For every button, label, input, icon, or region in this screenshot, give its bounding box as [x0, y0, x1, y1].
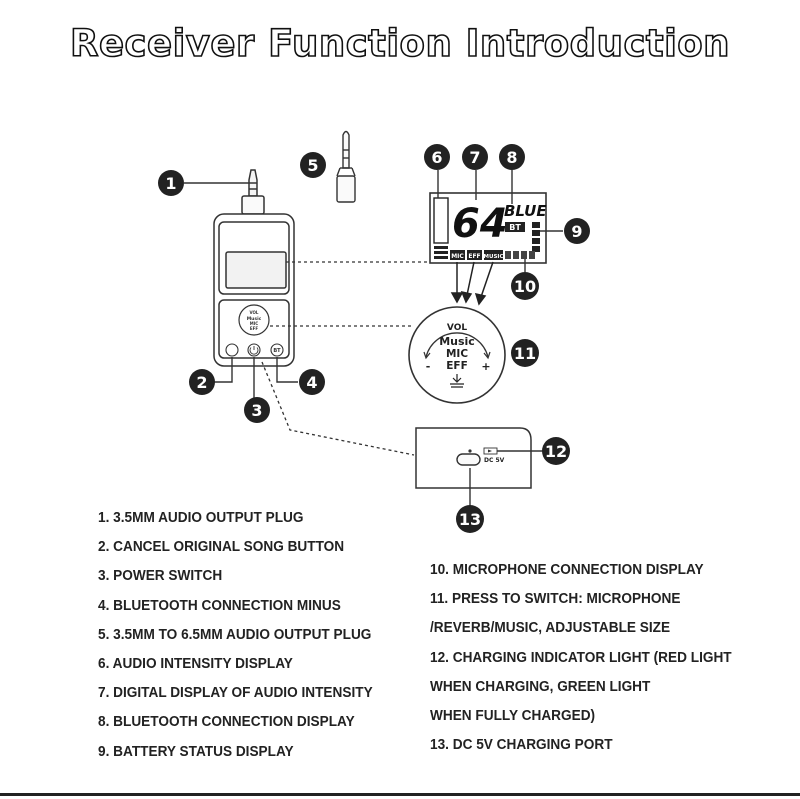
svg-text:5: 5	[307, 156, 318, 175]
legend-item: 8. BLUETOOTH CONNECTION DISPLAY	[98, 714, 355, 731]
callout-4: 4	[299, 369, 325, 395]
callout-group: 1 2 3 4 5 6 7 8 9 10 11 12 13	[158, 144, 590, 533]
bt-button	[270, 343, 284, 357]
callout-1: 1	[158, 170, 184, 196]
svg-text:11: 11	[514, 344, 536, 363]
device-knob-music: Music	[247, 316, 262, 322]
lcd-display: 64 BLUE BT MIC EFF MUSIC	[429, 192, 547, 264]
cancel-song-button	[225, 343, 239, 357]
legend-item: WHEN CHARGING, GREEN LIGHT	[430, 678, 651, 695]
lcd-number: 64	[452, 201, 508, 247]
callout-6: 6	[424, 144, 450, 170]
legend-item: 1. 3.5MM AUDIO OUTPUT PLUG	[98, 510, 304, 526]
leader-lines	[184, 182, 298, 398]
legend-item: 5. 3.5MM TO 6.5MM AUDIO OUTPUT PLUG	[98, 626, 372, 643]
legend-item: WHEN FULLY CHARGED)	[430, 707, 596, 724]
legend-item: 9. BATTERY STATUS DISPLAY	[98, 743, 294, 760]
lcd-arrows	[450, 261, 494, 306]
adapter-plug	[336, 130, 356, 203]
lcd-bt-tag: BT	[509, 223, 521, 232]
svg-text:10: 10	[514, 277, 536, 296]
receiver-device: VOL Music MIC EFF BT	[213, 169, 295, 367]
lcd-leaders	[437, 170, 563, 272]
svg-text:4: 4	[306, 373, 317, 392]
device-knob-vol: VOL	[250, 310, 259, 315]
legend-item: 6. AUDIO INTENSITY DISPLAY	[98, 655, 293, 672]
svg-text:1: 1	[165, 174, 176, 193]
svg-text:9: 9	[571, 222, 582, 241]
legend-item: 10. MICROPHONE CONNECTION DISPLAY	[430, 562, 704, 578]
lcd-eff: EFF	[468, 253, 480, 260]
device-knob	[238, 304, 270, 336]
knob-music: Music	[439, 335, 475, 348]
legend-item: 3. POWER SWITCH	[98, 568, 223, 585]
power-button	[247, 343, 261, 357]
knob-mic: MIC	[446, 348, 468, 360]
svg-text:12: 12	[545, 442, 567, 461]
legend-right: 10. MICROPHONE CONNECTION DISPLAY 11. PR…	[430, 562, 732, 766]
lcd-music: MUSIC	[484, 254, 504, 260]
callout-3: 3	[244, 397, 270, 423]
dashed-connectors	[261, 261, 431, 456]
callout-7: 7	[462, 144, 488, 170]
svg-text:8: 8	[506, 148, 517, 167]
lcd-mic: MIC	[451, 253, 464, 260]
legend-item: /REVERB/MUSIC, ADJUSTABLE SIZE	[430, 620, 671, 637]
bt-button-label: BT	[273, 348, 281, 354]
dc-label: DC 5V	[484, 457, 505, 464]
legend-item: 12. CHARGING INDICATOR LIGHT (RED LIGHT	[430, 649, 732, 666]
legend-item: 2. CANCEL ORIGINAL SONG BUTTON	[98, 539, 345, 556]
callout-13: 13	[456, 505, 484, 533]
svg-text:13: 13	[459, 510, 481, 529]
legend-item: 13. DC 5V CHARGING PORT	[430, 737, 613, 754]
knob-minus: -	[426, 360, 431, 373]
device-knob-eff: EFF	[250, 326, 258, 331]
callout-5: 5	[300, 152, 326, 178]
svg-text:2: 2	[196, 373, 207, 392]
lcd-bt-word: BLUE	[504, 202, 547, 220]
svg-text:7: 7	[469, 148, 480, 167]
legend-left: 1. 3.5MM AUDIO OUTPUT PLUG 2. CANCEL ORI…	[98, 510, 373, 773]
mode-knob: VOL Music MIC EFF - +	[408, 306, 506, 404]
callout-12: 12	[542, 437, 570, 465]
legend-item: 7. DIGITAL DISPLAY OF AUDIO INTENSITY	[98, 685, 373, 702]
callout-10: 10	[511, 272, 539, 300]
knob-press-icon	[450, 374, 464, 388]
charging-end: DC 5V	[415, 427, 543, 506]
legend-item: 4. BLUETOOTH CONNECTION MINUS	[98, 597, 341, 614]
knob-vol: VOL	[447, 323, 467, 333]
knob-plus: +	[481, 360, 490, 373]
legend-item: 11. PRESS TO SWITCH: MICROPHONE	[430, 591, 681, 608]
bottom-divider	[0, 793, 800, 796]
page-title: Receiver Function Introduction	[69, 21, 731, 66]
device-knob-mic: MIC	[250, 321, 258, 326]
dc-port	[456, 453, 481, 466]
charging-led	[468, 449, 472, 453]
callout-8: 8	[499, 144, 525, 170]
svg-text:3: 3	[251, 401, 262, 420]
callout-11: 11	[511, 339, 539, 367]
callout-9: 9	[564, 218, 590, 244]
callout-2: 2	[189, 369, 215, 395]
knob-eff: EFF	[446, 360, 468, 372]
svg-text:6: 6	[431, 148, 442, 167]
